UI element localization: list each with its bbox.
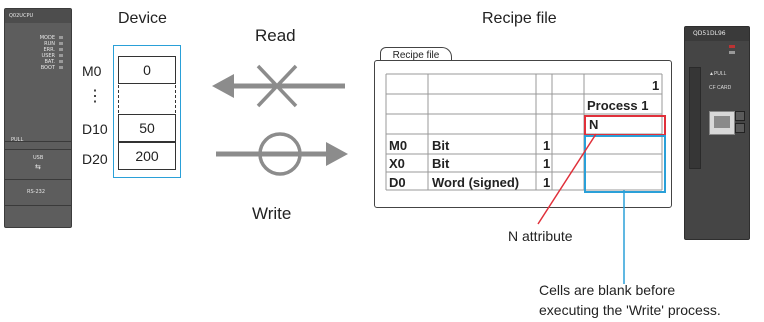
note-line-2: executing the 'Write' process. [539,302,721,318]
plc-led-boot: BOOT [40,65,55,71]
led-indicator [729,51,735,54]
recipe-row-type: Bit [432,156,450,171]
recipe-row-device: D0 [389,175,406,190]
blank-value-cells [584,135,666,193]
led-indicator [729,45,735,48]
led-indicator [59,60,63,63]
plc-divider [5,179,71,180]
port-led [735,123,745,133]
card-slot [689,67,701,169]
recipe-row-points: 1 [543,156,551,171]
recipe-row-points: 1 [543,138,551,153]
usb-icon: ⇆ [35,163,41,171]
device-cell-d10: 50 [118,114,176,142]
recipe-row-type: Bit [432,138,450,153]
recipe-row-device: M0 [389,138,408,153]
read-arrow-icon [212,64,345,108]
read-label: Read [255,26,296,45]
device-ellipsis-gap [118,80,176,128]
device-cell-d20: 200 [118,142,176,170]
plc-rs232-label: RS-232 [27,189,45,195]
device-cell-m0: 0 [118,56,176,84]
recipe-row-points: 1 [543,175,551,190]
recipe-file-title: Recipe file [482,10,557,27]
n-attribute-text: N [589,117,599,132]
plc-led-err: ERR. [43,47,55,53]
led-indicator [59,36,63,39]
plc-led-user: USER [41,53,55,59]
led-indicator [59,42,63,45]
plc-cpu-module: Q02UCPU MODE RUN ERR. USER BAT. BOOT PUL… [4,8,72,228]
device-label-m0: M0 [82,63,102,79]
ellipsis-icon: ⋮ [87,88,103,105]
recipe-row-type: Word (signed) [432,175,520,190]
plc-led-bat: BAT. [44,59,55,65]
module-pull-label: ▲PULL [709,71,727,77]
port-socket [714,116,730,128]
recipe-grid [385,73,663,191]
write-label: Write [252,204,292,223]
n-attribute-label: N attribute [508,228,573,244]
recipe-process-label: Process 1 [587,98,649,113]
led-indicator [59,54,63,57]
plc-usb-label: USB [33,155,44,161]
callout-lines [537,133,625,284]
module-header [685,27,749,41]
device-memory-box [113,45,181,178]
plc-divider [5,205,71,206]
recipe-row-device: X0 [389,156,405,171]
plc-divider [5,149,71,150]
port-led [735,111,745,121]
plc-divider [5,141,71,142]
plc-pull-label: PULL [11,137,24,143]
led-indicator [59,48,63,51]
recipe-sheet-tab: Recipe file [380,47,452,63]
note-line-1: Cells are blank before [539,282,676,298]
data-logging-module: QD51DL96 ▲PULL CF CARD [684,26,750,240]
ethernet-port [709,111,735,135]
plc-led-mode: MODE [39,35,55,41]
device-label-d10: D10 [82,121,108,137]
device-label-d20: D20 [82,151,108,167]
led-indicator [59,66,63,69]
module-model-label: QD51DL96 [693,30,726,37]
module-card-label: CF CARD [709,85,732,91]
recipe-column-number: 1 [652,78,660,93]
device-title: Device [118,10,167,27]
plc-model-label: Q02UCPU [9,13,34,19]
write-arrow-icon [216,132,348,176]
plc-header [5,9,71,23]
plc-led-run: RUN [44,41,55,47]
